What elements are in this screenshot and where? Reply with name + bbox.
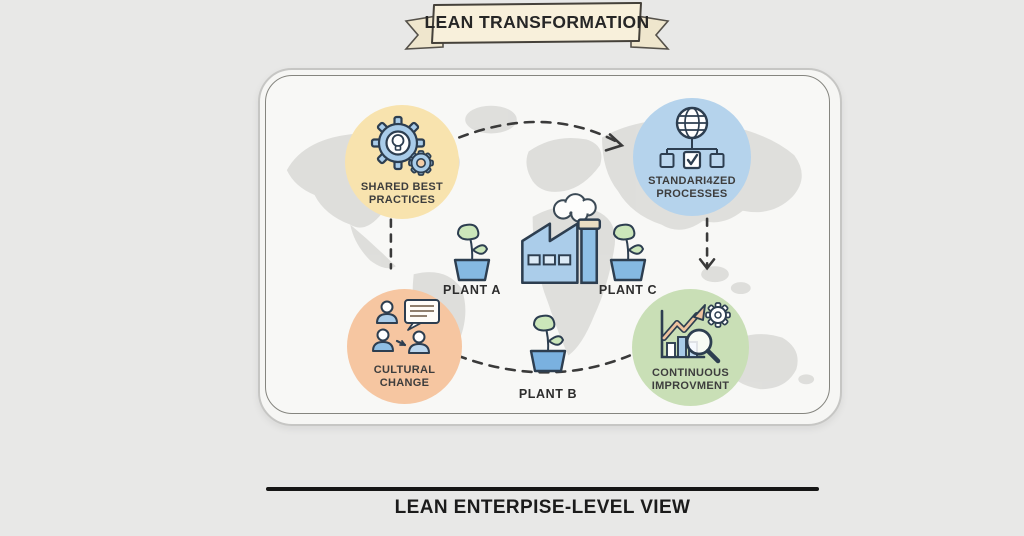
node-label: PRACTICES (368, 194, 436, 207)
node-shared-best-practices: SHARED BEST PRACTICES (345, 105, 459, 219)
plant-c-icon (609, 223, 647, 282)
people-discussion-icon (371, 299, 440, 354)
node-cultural-change: CULTURAL CHANGE (347, 289, 462, 404)
node-label: IMPROVMENT (651, 380, 730, 393)
arc-top (457, 120, 622, 145)
node-label: CULTURAL (373, 364, 436, 376)
plant-b-label: PLANT B (518, 387, 578, 401)
factory-icon (521, 193, 602, 285)
arc-bottom (456, 354, 632, 374)
footer-divider (266, 487, 819, 491)
node-label: SHARED BEST (360, 181, 444, 193)
plant-a-icon (453, 223, 491, 282)
node-label: CONTINUOUS (652, 367, 729, 379)
plant-b-icon (529, 314, 567, 373)
plant-a-label: PLANT A (443, 283, 501, 297)
plant-c-label: PLANT C (598, 283, 658, 297)
node-standardized-processes: STANDARI4ZED PROCESSES (633, 98, 751, 216)
node-label: STANDARI4ZED (648, 175, 736, 187)
banner-title: LEAN TRANSFORMATION (424, 12, 650, 32)
gears-lightbulb-icon (370, 115, 434, 176)
ribbon-panel (431, 2, 642, 44)
footer-title: LEAN ENTERPISE-LEVEL VIEW (394, 497, 691, 518)
globe-network-checklist-icon (659, 106, 725, 170)
growth-chart-magnifier-gear-icon (660, 302, 731, 364)
node-label: CHANGE (379, 377, 430, 390)
node-continuous-improvement: CONTINUOUS IMPROVMENT (632, 289, 749, 406)
diagram-panel: SHARED BEST PRACTICES (258, 68, 842, 426)
arrowhead-down-icon (698, 258, 716, 271)
ribbon-banner (404, 2, 670, 50)
connector-dashes (389, 120, 716, 374)
node-label: PROCESSES (656, 188, 728, 201)
diagram-panel-inner: SHARED BEST PRACTICES (265, 75, 830, 414)
arrowhead-right-icon (604, 133, 625, 152)
